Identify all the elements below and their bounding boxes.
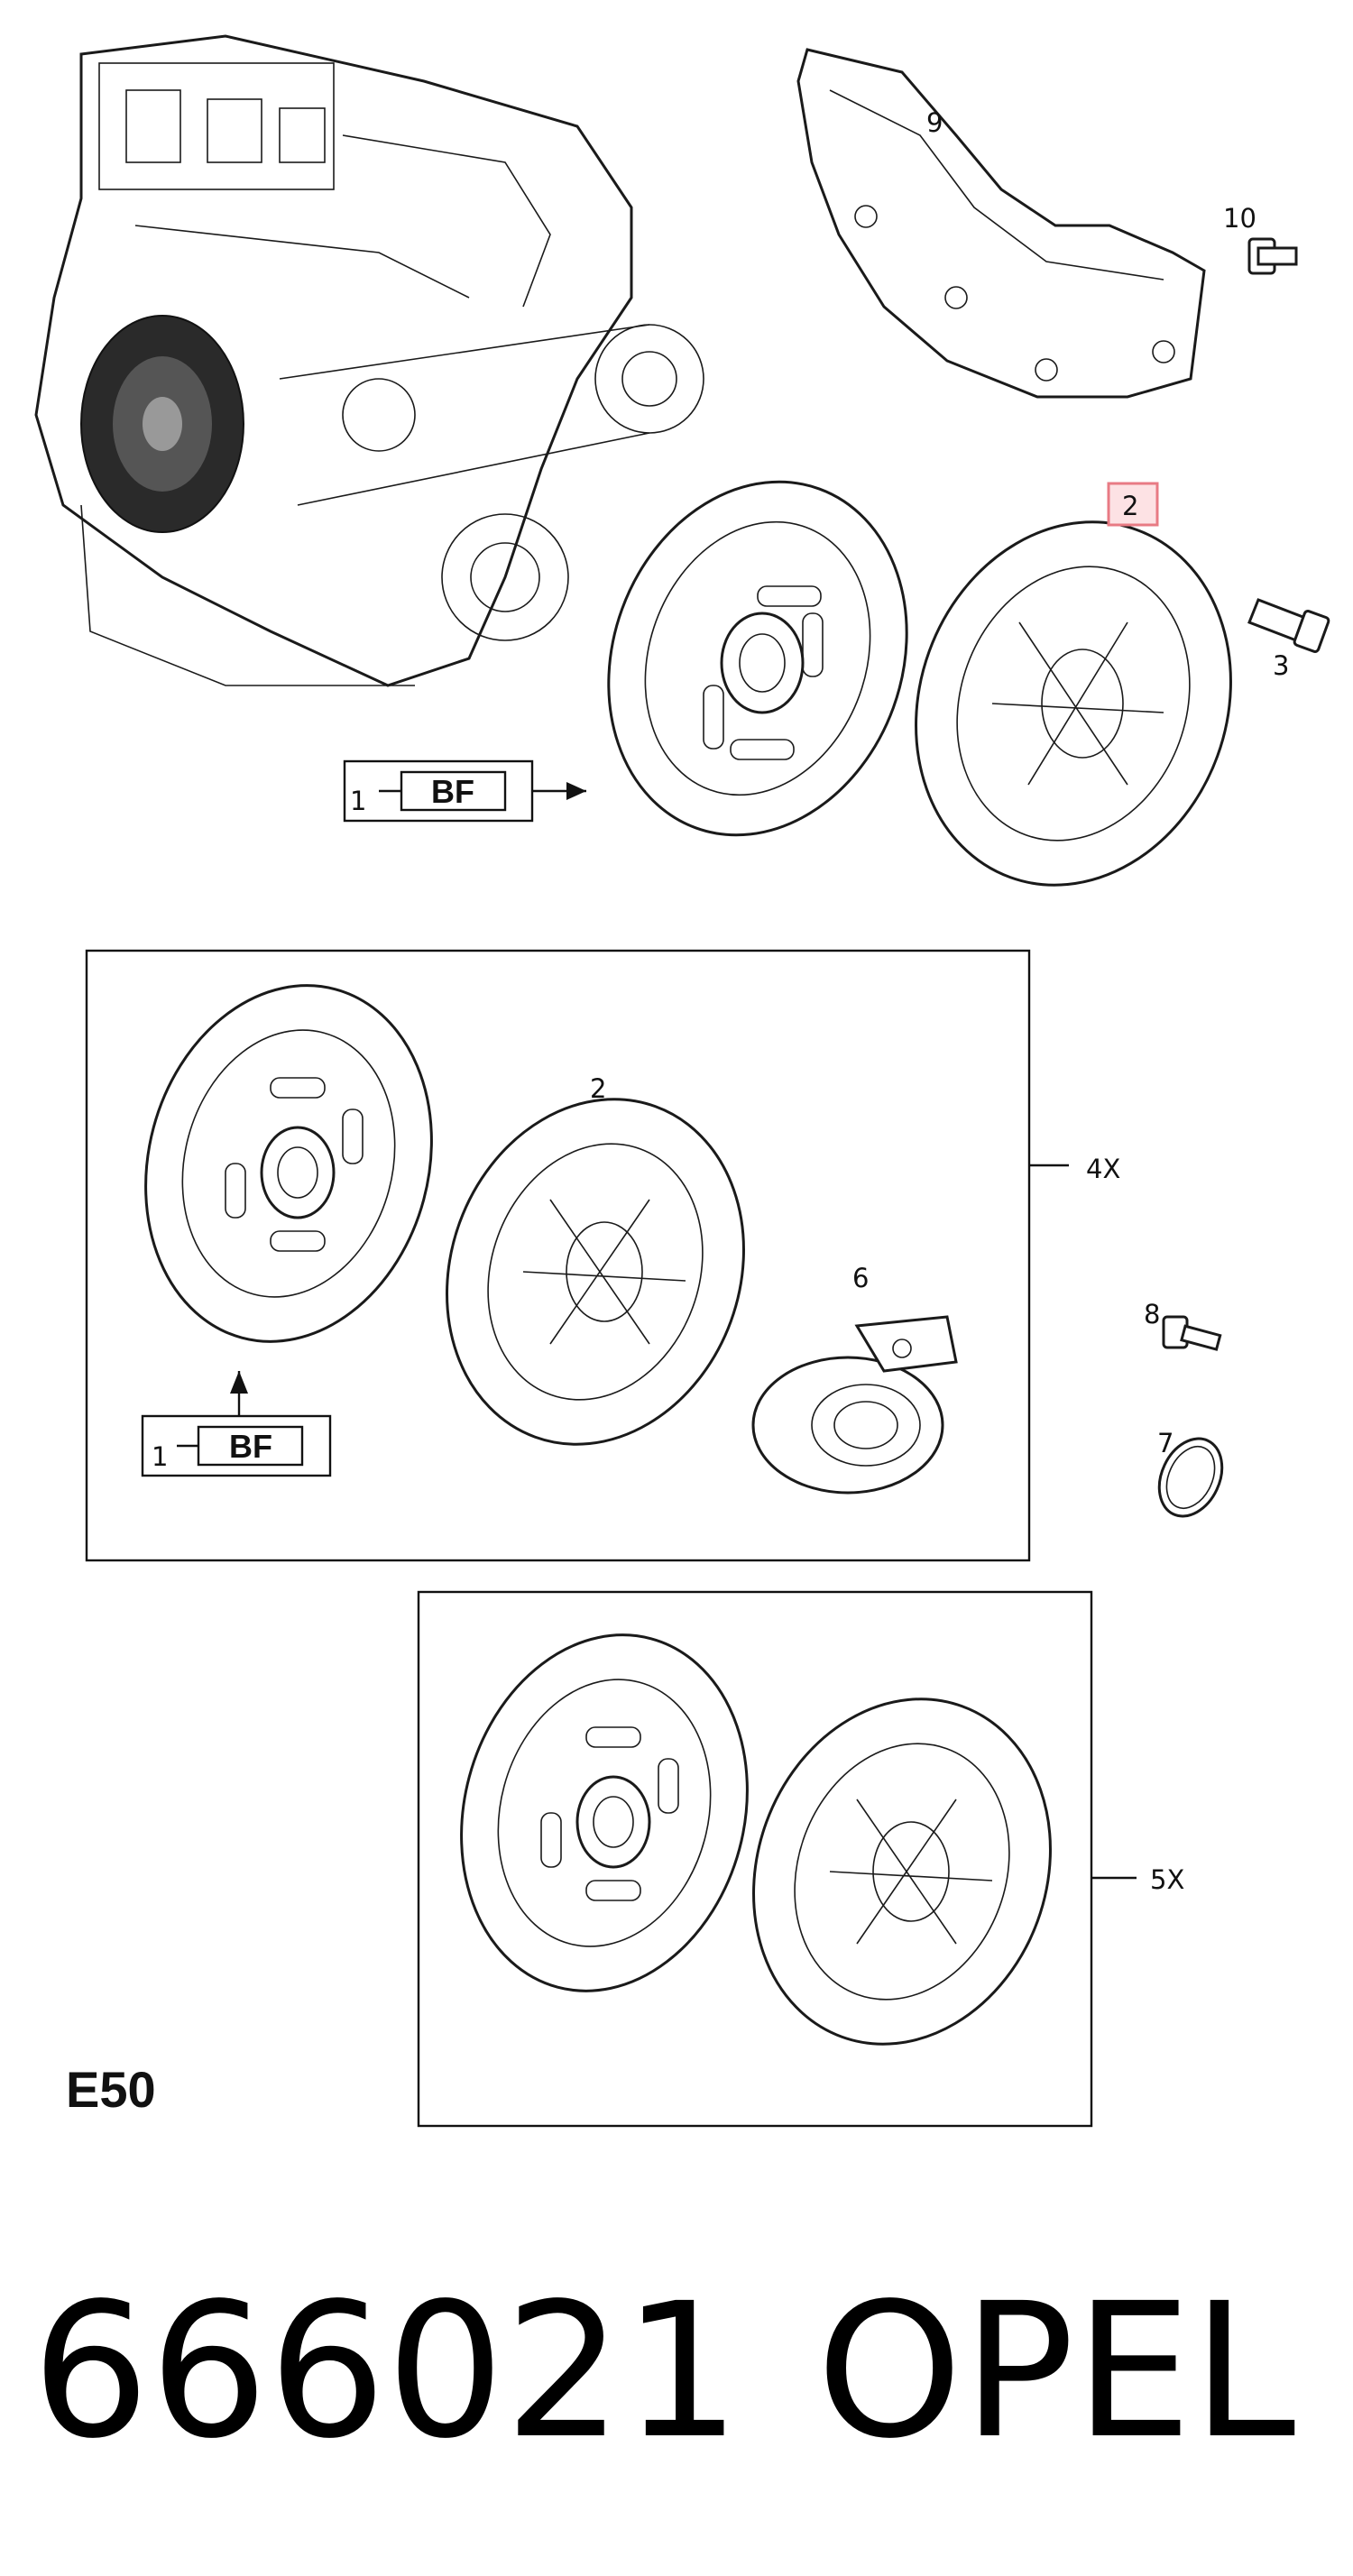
callout-6: 6 bbox=[852, 1263, 869, 1293]
section-code: E50 bbox=[66, 2061, 156, 2118]
part-number: 666021 bbox=[32, 2263, 741, 2479]
bolt-part-8 bbox=[1162, 1315, 1222, 1351]
callout-3: 3 bbox=[1273, 650, 1289, 681]
callout-1-top: 1 bbox=[350, 786, 366, 816]
callout-4x: 4X bbox=[1086, 1154, 1120, 1184]
callout-2-kit: 2 bbox=[590, 1073, 606, 1104]
bf-label-top: BF bbox=[431, 773, 474, 810]
o-ring-part-7 bbox=[1157, 1437, 1224, 1518]
pressure-plate-4x bbox=[446, 1098, 745, 1446]
callout-9: 9 bbox=[926, 107, 943, 138]
bf-label-kit: BF bbox=[229, 1428, 272, 1465]
clutch-disc-4x bbox=[144, 984, 433, 1343]
bf-box-kit bbox=[141, 1371, 332, 1477]
callout-5x: 5X bbox=[1150, 1864, 1184, 1895]
callout-7: 7 bbox=[1157, 1428, 1174, 1458]
callout-1-kit: 1 bbox=[152, 1441, 168, 1472]
bf-box-top bbox=[343, 759, 586, 823]
brand-name: OPEL bbox=[816, 2263, 1295, 2479]
kit-4x-box bbox=[85, 949, 1069, 1562]
pressure-plate-top bbox=[915, 520, 1232, 887]
release-bearing-part-6 bbox=[751, 1315, 958, 1495]
clutch-disc-5x bbox=[460, 1633, 749, 1992]
heat-shield-part bbox=[796, 48, 1206, 399]
kit-5x-box bbox=[417, 1590, 1137, 2128]
callout-10: 10 bbox=[1223, 203, 1256, 234]
bolt-part-3 bbox=[1247, 598, 1330, 653]
callout-2-highlight[interactable] bbox=[1107, 482, 1159, 527]
callout-2-top[interactable]: 2 bbox=[1122, 491, 1138, 521]
clutch-disc-top bbox=[607, 480, 908, 837]
bolt-part-10 bbox=[1247, 237, 1298, 275]
engine-illustration bbox=[34, 34, 704, 687]
callout-8: 8 bbox=[1144, 1299, 1160, 1329]
pressure-plate-5x bbox=[752, 1697, 1052, 2046]
